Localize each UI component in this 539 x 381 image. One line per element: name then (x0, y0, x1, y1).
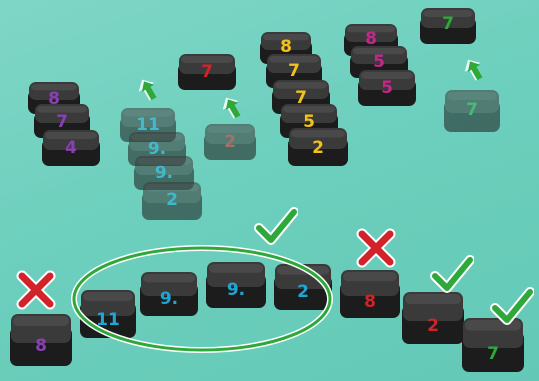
up-arrow-icon (136, 76, 164, 106)
tile-number: 7 (34, 112, 90, 132)
tile-number: 8 (10, 336, 72, 356)
tile-number: 8 (340, 292, 400, 312)
tile-tall-5[interactable]: 2 (288, 128, 348, 166)
tile-left-3[interactable]: 4 (42, 130, 100, 166)
tile-middle-single[interactable]: 7 (178, 54, 236, 90)
tile-number: 7 (420, 14, 476, 34)
tile-number: 2 (402, 316, 464, 336)
tile-number: 7 (444, 100, 500, 120)
tile-number: 2 (204, 132, 256, 152)
tile-number: 2 (142, 190, 202, 210)
check-icon (490, 286, 534, 330)
tile-number: 7 (266, 61, 322, 81)
tile-far-right[interactable]: 7 (420, 8, 476, 44)
tile-number: 5 (358, 78, 416, 98)
ghost-single: 2 (204, 124, 256, 160)
tile-number: 5 (350, 52, 408, 72)
hand-tile-7[interactable]: 2 (402, 292, 464, 344)
tile-number: 2 (288, 138, 348, 158)
tile-right-3[interactable]: 5 (358, 70, 416, 106)
tile-number: 7 (178, 62, 236, 82)
hand-tile-6[interactable]: 8 (340, 270, 400, 318)
cross-icon (16, 270, 56, 310)
tile-number: 9. (134, 163, 194, 183)
selection-ring (70, 244, 334, 354)
ghost-far-right: 7 (444, 90, 500, 132)
hand-tile-1[interactable]: 8 (10, 314, 72, 366)
tile-number: 7 (462, 344, 524, 364)
up-arrow-icon (462, 56, 490, 86)
cross-icon (356, 228, 396, 268)
check-icon (254, 206, 298, 250)
up-arrow-icon (220, 94, 248, 124)
check-icon (430, 254, 474, 298)
ghost-tile-4: 2 (142, 182, 202, 220)
tile-number: 4 (42, 138, 100, 158)
